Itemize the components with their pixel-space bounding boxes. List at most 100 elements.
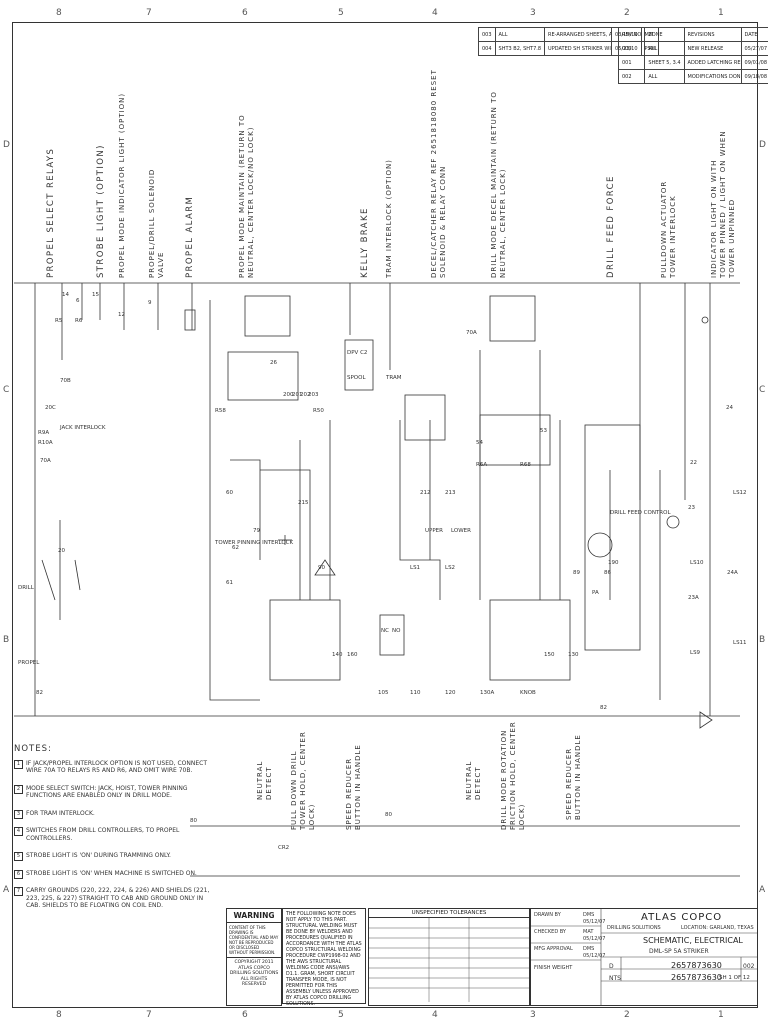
tolerance-grid — [369, 918, 529, 1002]
column-label: TRAM INTERLOCK (OPTION) — [385, 159, 393, 278]
checked-by-label: CHECKED BY — [534, 929, 566, 935]
wire-label: 82 — [36, 690, 43, 696]
bottom-label: DRILL MODE ROTATION FRICTION HOLD, CENTE… — [500, 721, 526, 830]
checked-date: 05/12/07 — [583, 936, 606, 942]
wire-label: 105 — [378, 690, 389, 696]
note-number: 4 — [14, 827, 23, 836]
revision-table-2: REV NO ZONE REVISIONS DATE 000 ALL NEW R… — [617, 27, 768, 84]
bottom-label: FULL DOWN DRILL TOWER HOLD, CENTER LOCK) — [290, 731, 316, 830]
wire-label: 60 — [226, 490, 233, 496]
zone-side: A — [3, 885, 10, 895]
zone-bottom: 2 — [624, 1010, 630, 1020]
zone-side: D — [759, 140, 766, 150]
zone-top: 3 — [530, 8, 536, 18]
note-number: 5 — [14, 852, 23, 861]
wire-label: 215 — [298, 500, 309, 506]
approved-by: DMS — [583, 946, 595, 952]
drawn-by: DMS — [583, 912, 595, 918]
approved-date: 05/12/07 — [583, 953, 606, 959]
title-block-grid — [531, 909, 757, 1005]
zone-side: D — [3, 140, 10, 150]
tolerance-title: UNSPECIFIED TOLERANCES — [369, 909, 529, 918]
wire-label: 200 — [283, 392, 294, 398]
zone-side: B — [3, 635, 10, 645]
zone-top: 4 — [432, 8, 438, 18]
wire-label: R5 — [55, 318, 63, 324]
rev-date: 09/18/08 — [740, 69, 768, 84]
zone-top: 5 — [338, 8, 344, 18]
wire-label: DRILL FEED CONTROL — [610, 510, 671, 516]
wire-label: 213 — [445, 490, 456, 496]
zone-bottom: 1 — [718, 1010, 724, 1020]
column-label: DECEL/CATCHER RELAY REF 2651818080 RESET… — [430, 69, 447, 278]
zone-bottom: 3 — [530, 1010, 536, 1020]
revision-row: 000 ALL NEW RELEASE 05/27/07 — [617, 41, 768, 56]
component-label: UPPER — [425, 528, 443, 534]
note-text: STROBE LIGHT IS 'ON' DURING TRAMMING ONL… — [26, 852, 171, 859]
wire-label: 120 — [445, 690, 456, 696]
rev-zone: SHT3 B2, SHT7.8 — [494, 41, 546, 56]
wire-label: 110 — [410, 690, 421, 696]
wire-label: 53 — [540, 428, 547, 434]
finish-weight: FINISH WEIGHT — [534, 965, 573, 971]
column-label: DRILL MODE DECEL MAINTAIN (RETURN TO NEU… — [490, 91, 507, 278]
wire-label: 26 — [270, 360, 277, 366]
note-text: STROBE LIGHT IS 'ON' WHEN MACHINE IS SWI… — [26, 869, 197, 877]
zone-top: 7 — [146, 8, 152, 18]
note-number: 6 — [14, 869, 23, 879]
bottom-label: SPEED REDUCER BUTTON IN HANDLE — [345, 744, 362, 830]
wire-label: 89 — [573, 570, 580, 576]
wire-label: 70A — [466, 330, 477, 336]
warning-box: WARNING CONTENT OF THIS DRAWING IS CONFI… — [226, 908, 282, 1006]
column-label: PULLDOWN ACTUATOR TOWER INTERLOCK — [660, 180, 677, 278]
wire-label: 70A — [40, 458, 51, 464]
component-label: JACK INTERLOCK — [60, 425, 106, 431]
zone-bottom: 5 — [338, 1010, 344, 1020]
zone-top: 2 — [624, 8, 630, 18]
approved-label: MFG APPROVAL — [534, 946, 573, 952]
drawing-title: SCHEMATIC, ELECTRICAL — [643, 936, 743, 945]
drawn-date: 05/12/07 — [583, 919, 606, 925]
zone-bottom: 6 — [242, 1010, 248, 1020]
wire-label: 203 — [308, 392, 319, 398]
component-label: TRAM — [386, 375, 402, 381]
wire-label: R50 — [313, 408, 324, 414]
note-text: IF JACK/PROPEL INTERLOCK OPTION IS NOT U… — [26, 759, 207, 775]
wire-label: 9 — [148, 300, 152, 306]
wire-label: 160 — [347, 652, 358, 658]
wire-label: 86 — [604, 570, 611, 576]
wire-label: 140 — [332, 652, 343, 658]
copyright-text: COPYRIGHT 2011 ATLAS COPCO DRILLING SOLU… — [227, 957, 281, 990]
wire-label: 70B — [60, 378, 71, 384]
wire-label: 150 — [544, 652, 555, 658]
rev-zone: ALL — [644, 69, 685, 84]
zone-bottom: 4 — [432, 1010, 438, 1020]
title-block: DRAWN BY DMS 05/12/07 CHECKED BY MAT 05/… — [530, 908, 758, 1006]
wire-label: 130A — [480, 690, 495, 696]
bottom-label: NEUTRAL DETECT — [465, 760, 482, 800]
wire-label: 62 — [232, 545, 239, 551]
component-label: NO — [392, 628, 401, 634]
zone-side: A — [759, 885, 766, 895]
note-text: CARRY GROUNDS (220, 222, 224, & 226) AND… — [26, 887, 210, 909]
zone-side: C — [3, 385, 10, 395]
drawing-number-2: 2657873630 — [671, 973, 722, 982]
zone-bottom: 7 — [146, 1010, 152, 1020]
bottom-label: NEUTRAL DETECT — [256, 760, 273, 800]
column-label: PROPEL/DRILL SOLENOID VALVE — [148, 168, 165, 278]
bottom-label: SPEED REDUCER BUTTON IN HANDLE — [565, 734, 582, 820]
column-label: STROBE LIGHT (OPTION) — [96, 144, 106, 278]
note-number: 1 — [14, 759, 23, 769]
zone-bottom: 8 — [56, 1010, 62, 1020]
note-text: SWITCHES FROM DRILL CONTROLLERS, TO PROP… — [26, 827, 180, 842]
column-label: PROPEL ALARM — [185, 195, 195, 278]
size: D — [609, 963, 614, 970]
component-label: R10A — [38, 440, 53, 446]
